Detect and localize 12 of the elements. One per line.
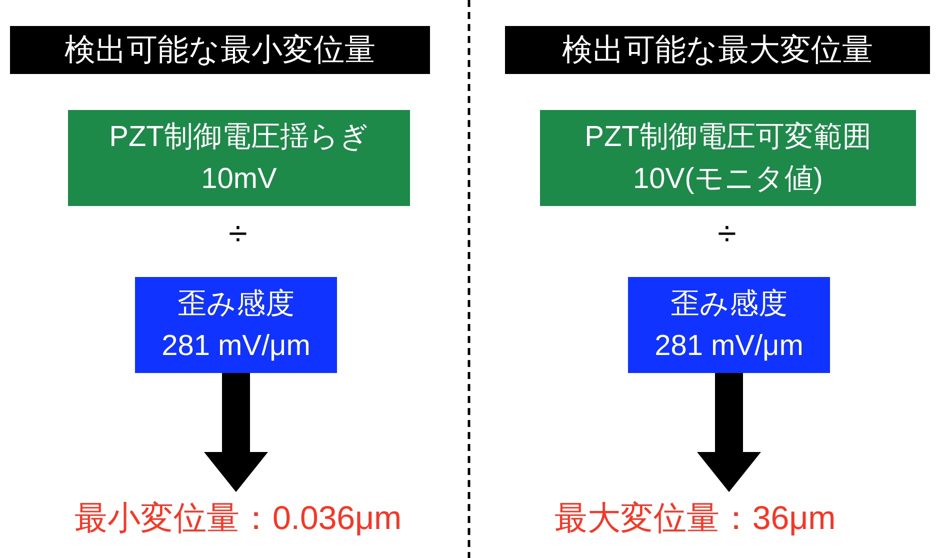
process-box: PZT制御電圧可変範囲 10V(モニタ値) bbox=[540, 110, 916, 206]
result-text: 最小変位量：0.036μm bbox=[74, 498, 402, 538]
result-text: 最大変位量：36μm bbox=[554, 498, 836, 538]
division-sign: ÷ bbox=[718, 215, 736, 254]
arrow bbox=[697, 373, 761, 492]
title-box: 検出可能な最小変位量 bbox=[10, 26, 430, 74]
title-box: 検出可能な最大変位量 bbox=[505, 26, 930, 74]
arrow bbox=[204, 373, 268, 492]
process-box: 歪み感度 281 mV/μm bbox=[135, 277, 337, 373]
division-sign: ÷ bbox=[228, 215, 248, 254]
process-box: PZT制御電圧揺らぎ 10mV bbox=[68, 110, 410, 206]
process-box: 歪み感度 281 mV/μm bbox=[628, 277, 830, 373]
